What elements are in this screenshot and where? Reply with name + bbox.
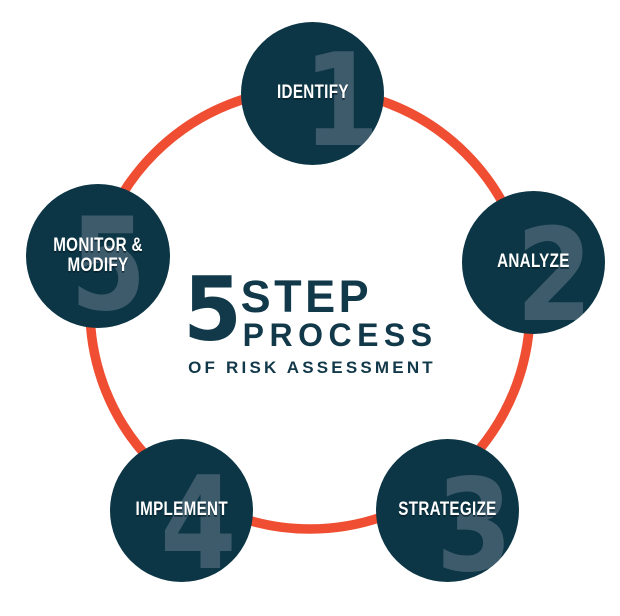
step-label-strategize: STRATEGIZE <box>398 499 497 521</box>
step-number-4: 4 <box>159 450 236 583</box>
lockup-big-number: 5 <box>183 258 243 361</box>
step-number-2: 2 <box>515 202 592 335</box>
step-number-1: 1 <box>302 27 379 166</box>
step-node-strategize[interactable]: 3 STRATEGIZE <box>376 439 519 582</box>
lockup-process-word: PROCESS <box>242 316 438 353</box>
center-title-lockup: 5 STEP PROCESS OF RISK ASSESSMENT <box>0 258 620 378</box>
step-number-5: 5 <box>69 191 147 329</box>
step-label-monitor-modify: MONITOR & MODIFY <box>53 234 143 276</box>
lockup-subtitle: OF RISK ASSESSMENT <box>188 358 436 378</box>
step-label-implement: IMPLEMENT <box>135 499 228 521</box>
step-node-identify[interactable]: 1 IDENTIFY <box>241 22 384 165</box>
lockup-word-stack: STEP PROCESS <box>241 272 438 352</box>
lockup-primary-row: 5 STEP PROCESS <box>0 258 620 361</box>
step-label-identify: IDENTIFY <box>276 82 349 104</box>
step-label-analyze: ANALYZE <box>497 251 570 273</box>
step-node-analyze[interactable]: 2 ANALYZE <box>462 191 605 334</box>
step-number-3: 3 <box>435 452 512 583</box>
step-node-monitor-modify[interactable]: 5 MONITOR & MODIFY <box>26 184 170 328</box>
lockup-step-word: STEP <box>240 271 373 322</box>
step-node-implement[interactable]: 4 IMPLEMENT <box>110 439 253 582</box>
